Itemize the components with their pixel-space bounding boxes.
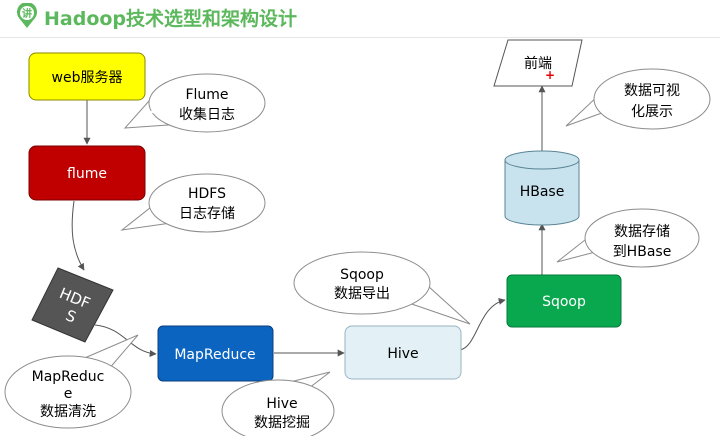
connector-hive-to-sqoop <box>459 297 506 351</box>
node-sqoop: Sqoop <box>506 274 622 328</box>
node-hive: Hive <box>344 325 462 380</box>
callout-flume-collect: Flume 收集日志 <box>123 73 266 133</box>
title-divider <box>0 37 720 38</box>
logo-icon: 讲 <box>17 3 37 28</box>
node-frontend: 前端 + <box>493 39 583 87</box>
page-title: Hadoop技术选型和架构设计 <box>44 8 298 30</box>
node-sqoop-label: Sqoop <box>542 294 586 310</box>
callout-flume-collect-line1: Flume <box>185 87 228 103</box>
callout-hive-mine: Hive 数据挖掘 <box>221 371 335 436</box>
node-hdfs: HDF S <box>31 267 114 343</box>
callout-mapreduce-clean-line2: e <box>64 386 73 402</box>
callout-hive-mine-line2: 数据挖掘 <box>254 415 310 431</box>
connector-flume-to-hdfs <box>71 200 85 271</box>
callout-hdfs-store-line2: 日志存储 <box>179 206 235 222</box>
callout-mapreduce-clean-line1: MapReduc <box>32 369 105 385</box>
logo-text: 讲 <box>22 7 32 20</box>
callout-mapreduce-clean: MapReduc e 数据清洗 <box>4 334 139 429</box>
callout-visualize: 数据可视 化展示 <box>565 68 711 130</box>
callout-mapreduce-clean-line3: 数据清洗 <box>40 404 96 420</box>
node-hive-label: Hive <box>387 346 418 362</box>
node-hbase: HBase <box>504 150 580 226</box>
callout-sqoop-export-line2: 数据导出 <box>334 286 390 302</box>
node-flume: flume <box>28 145 146 201</box>
frontend-cursor-marker: + <box>545 68 555 82</box>
node-mapreduce-label: MapReduce <box>174 347 255 363</box>
callout-sqoop-export: Sqoop 数据导出 <box>293 251 471 325</box>
callout-hive-mine-line1: Hive <box>266 396 297 412</box>
callout-hdfs-store: HDFS 日志存储 <box>120 173 266 233</box>
node-web-server-label: web服务器 <box>52 70 123 86</box>
node-frontend-label: 前端 <box>524 55 552 72</box>
node-mapreduce: MapReduce <box>157 325 274 382</box>
node-web-server: web服务器 <box>28 52 146 101</box>
callout-store-hbase: 数据存储 到HBase <box>556 208 700 268</box>
node-hbase-label: HBase <box>520 184 565 200</box>
callout-sqoop-export-line1: Sqoop <box>340 267 384 283</box>
callout-hdfs-store-line1: HDFS <box>188 186 226 202</box>
callout-store-hbase-line2: 到HBase <box>613 244 672 260</box>
node-flume-label: flume <box>67 166 107 182</box>
callout-flume-collect-line2: 收集日志 <box>179 106 235 123</box>
callout-visualize-line1: 数据可视 <box>624 83 680 99</box>
callout-visualize-line2: 化展示 <box>631 104 673 120</box>
callout-store-hbase-line1: 数据存储 <box>614 224 670 240</box>
